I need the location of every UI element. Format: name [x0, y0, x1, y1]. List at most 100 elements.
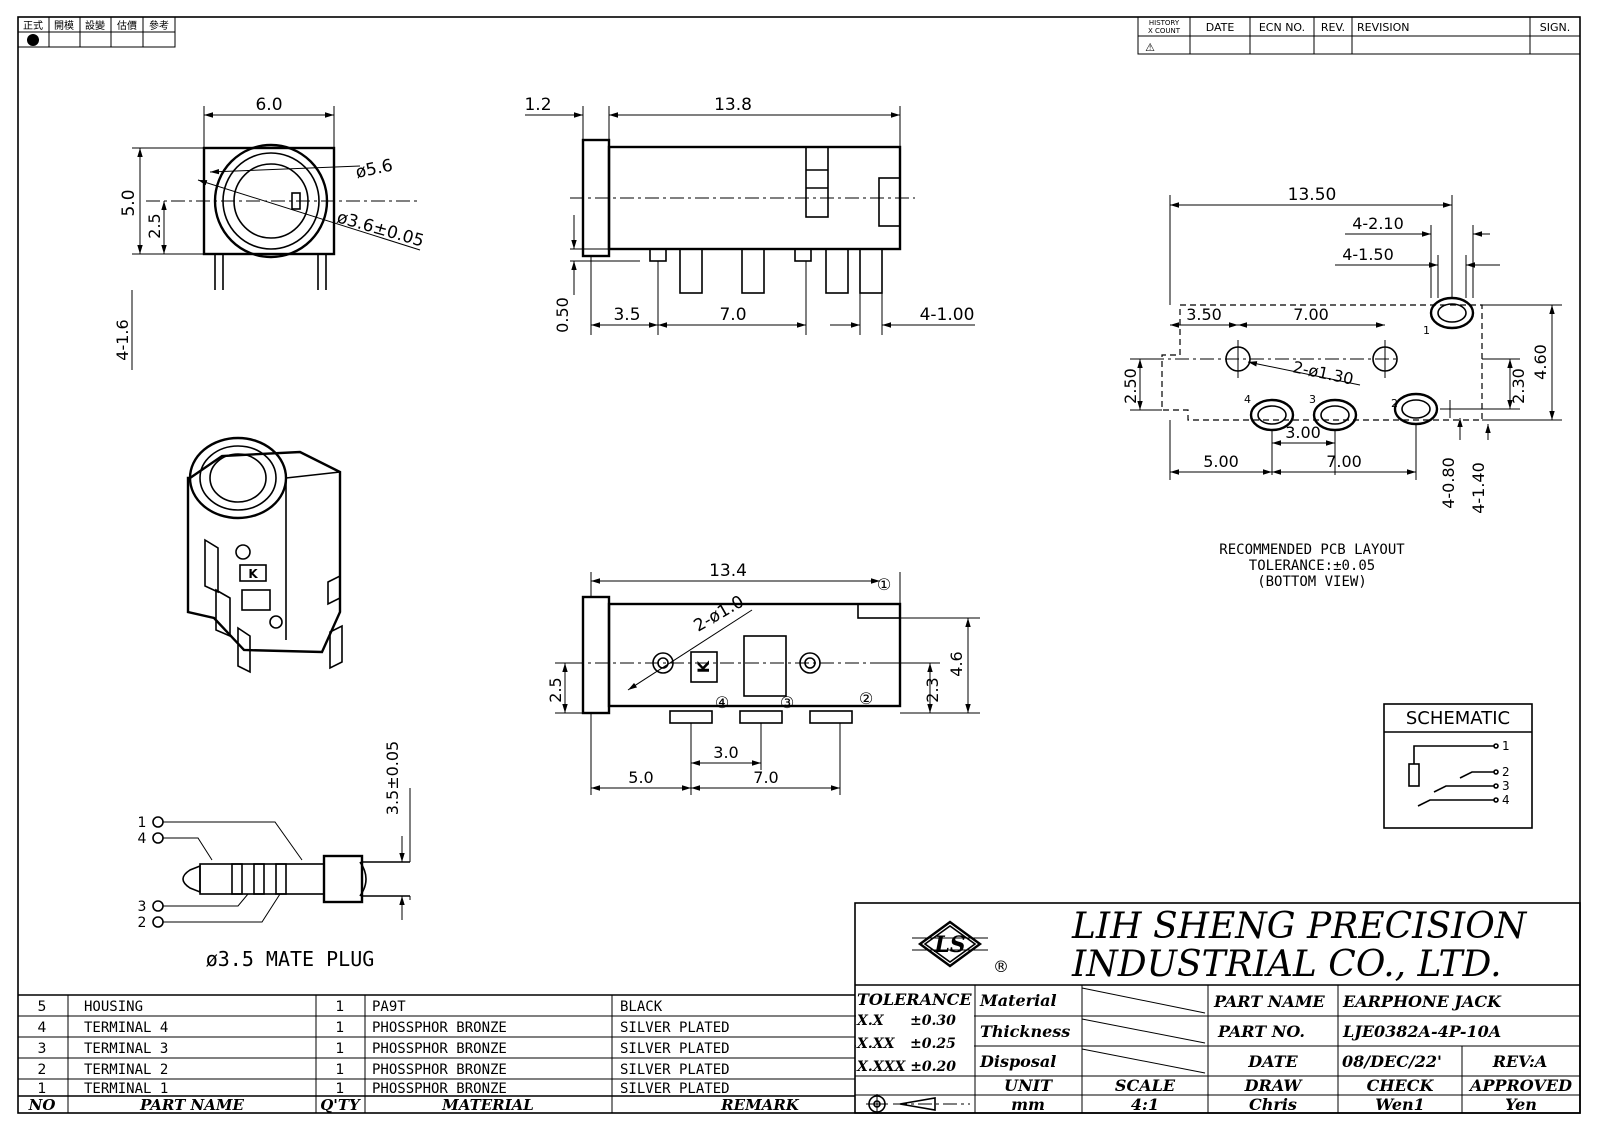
rev-ecn-header: ECN NO.: [1259, 21, 1305, 34]
isometric-view: K: [186, 436, 343, 674]
table-row: 5 HOUSING 1 PA9T BLACK: [38, 999, 663, 1015]
warning-triangle-icon: ⚠: [1145, 41, 1155, 54]
check-label: CHECK: [1367, 1076, 1435, 1095]
tol-xxx-value: ±0.25: [910, 1036, 956, 1052]
dim-front-width: 6.0: [255, 95, 282, 115]
sheet-border: [17, 16, 1581, 1114]
bom-qty: 1: [336, 1020, 345, 1036]
schematic-pin-2: 2: [1502, 765, 1510, 779]
bom-part-name: TERMINAL 2: [84, 1062, 168, 1078]
bottom-mark-2: ②: [859, 689, 873, 708]
pcb-caption-tolerance: TOLERANCE:±0.05: [1249, 558, 1375, 574]
filled-dot-icon: [27, 34, 39, 46]
dim-inner-diameter: ø3.6±0.05: [335, 208, 427, 252]
bom-qty: 1: [336, 999, 345, 1015]
stamp-cell-1: 正式: [23, 19, 43, 32]
draw-value: Chris: [1249, 1095, 1297, 1114]
bom-remark: SILVER PLATED: [620, 1081, 730, 1097]
table-row: 3 TERMINAL 3 1 PHOSSPHOR BRONZE SILVER P…: [38, 1041, 730, 1057]
approval-stamp-table: 正式 開模 設變 估價 參考: [17, 16, 176, 48]
dim-pcb-hole: 2-ø1.30: [1291, 357, 1355, 388]
bom-qty: 1: [336, 1062, 345, 1078]
dim-pcb-b2: 7.00: [1326, 452, 1362, 471]
bom-no: 2: [38, 1062, 47, 1078]
dim-pcb-total: 13.50: [1288, 185, 1337, 205]
bom-material: PHOSSPHOR BRONZE: [372, 1081, 507, 1097]
bom-remark: BLACK: [620, 999, 663, 1015]
bom-header-material: MATERIAL: [441, 1096, 534, 1114]
dim-pcb-d2: 7.00: [1293, 305, 1329, 324]
history-label: HISTORY: [1149, 19, 1180, 27]
dim-pcb-b1: 5.00: [1203, 452, 1239, 471]
dim-side-length: 13.8: [714, 95, 752, 115]
plug-label-1: 1: [138, 815, 147, 831]
bom-remark: SILVER PLATED: [620, 1020, 730, 1036]
dim-side-pin-height: 0.50: [553, 297, 572, 333]
dim-pcb-slot-h1: 4-0.80: [1439, 457, 1458, 509]
bom-material: PHOSSPHOR BRONZE: [372, 1041, 507, 1057]
dim-bottom-h2: 2.3: [923, 677, 942, 702]
scale-value: 4:1: [1131, 1095, 1159, 1114]
revision-table: HISTORY X COUNT ⚠ DATE ECN NO. REV. REVI…: [1137, 16, 1581, 55]
dim-pcb-h2: 2.30: [1509, 368, 1528, 404]
pcb-pin-3-label: 3: [1309, 393, 1316, 406]
approved-label: APPROVED: [1468, 1076, 1572, 1095]
bottom-view: K ① ② ③ ④ 13.4 2-ø1.0 2.5 2.3 4.6 3.0 5.…: [546, 561, 980, 795]
company-name-line1: LIH SHENG PRECISION: [1071, 906, 1528, 947]
bom-qty: 1: [336, 1041, 345, 1057]
company-name-line2: INDUSTRIAL CO., LTD.: [1071, 944, 1502, 985]
bom-header-no: NO: [28, 1096, 56, 1114]
title-block: LS ® LIH SHENG PRECISION INDUSTRIAL CO.,…: [854, 902, 1581, 1114]
bottom-k-mark: K: [694, 660, 713, 673]
date-label: DATE: [1247, 1052, 1298, 1071]
dim-pcb-h3: 4.60: [1531, 344, 1550, 380]
bom-table: 5 HOUSING 1 PA9T BLACK 4 TERMINAL 4 1 PH…: [18, 994, 855, 1114]
bom-no: 1: [38, 1081, 47, 1097]
material-label: Material: [979, 991, 1057, 1010]
bottom-mark-3: ③: [780, 693, 794, 712]
dim-bottom-h3: 4.6: [947, 651, 966, 676]
dim-side-front: 1.2: [524, 95, 551, 115]
dim-side-d1: 3.5: [613, 305, 640, 325]
dim-outer-diameter: ø5.6: [354, 156, 395, 183]
dim-front-height: 5.0: [119, 189, 139, 216]
check-value: Wen1: [1375, 1095, 1425, 1114]
bottom-mark-1: ①: [877, 575, 891, 594]
dim-pcb-slot-w2: 4-1.50: [1342, 245, 1394, 264]
dim-front-center: 2.5: [145, 213, 164, 238]
tolerance-label: TOLERANCE: [857, 990, 972, 1009]
pcb-pin-4-label: 4: [1244, 393, 1251, 406]
dim-front-pin: 4-1.6: [113, 319, 132, 360]
part-no-label: PART NO.: [1217, 1022, 1305, 1041]
tol-xx-value: ±0.30: [910, 1013, 956, 1029]
stamp-cell-4: 估價: [117, 19, 137, 32]
bom-part-name: TERMINAL 4: [84, 1020, 168, 1036]
stamp-cell-3: 設變: [85, 19, 105, 32]
scale-label: SCALE: [1115, 1076, 1176, 1095]
approved-value: Yen: [1505, 1095, 1537, 1114]
dim-pcb-d1: 3.50: [1186, 305, 1222, 324]
unit-value: mm: [1011, 1095, 1045, 1114]
pcb-caption-title: RECOMMENDED PCB LAYOUT: [1219, 542, 1405, 558]
bom-qty: 1: [336, 1081, 345, 1097]
projection-symbol-icon: [866, 1094, 970, 1114]
rev-rev-header: REV.: [1321, 21, 1345, 34]
draw-label: DRAW: [1244, 1076, 1304, 1095]
bom-no: 4: [38, 1020, 47, 1036]
bom-header-remark: REMARK: [720, 1096, 800, 1114]
dim-bottom-holes: 2-ø1.0: [691, 592, 748, 637]
rev-date-header: DATE: [1206, 21, 1235, 34]
company-logo-icon: LS ®: [912, 920, 1009, 976]
schematic-pin-3: 3: [1502, 779, 1510, 793]
bom-remark: SILVER PLATED: [620, 1062, 730, 1078]
bom-no: 3: [38, 1041, 47, 1057]
xcount-label: X COUNT: [1148, 27, 1181, 35]
bom-part-name: HOUSING: [84, 999, 143, 1015]
table-row: 1 TERMINAL 1 1 PHOSSPHOR BRONZE SILVER P…: [38, 1081, 730, 1097]
bottom-mark-4: ④: [715, 693, 729, 712]
pcb-pin-1-label: 1: [1423, 324, 1430, 337]
dim-bottom-pitch: 3.0: [713, 743, 738, 762]
schematic-title: SCHEMATIC: [1406, 708, 1510, 729]
schematic: SCHEMATIC 1 2 3 4: [1383, 703, 1533, 829]
